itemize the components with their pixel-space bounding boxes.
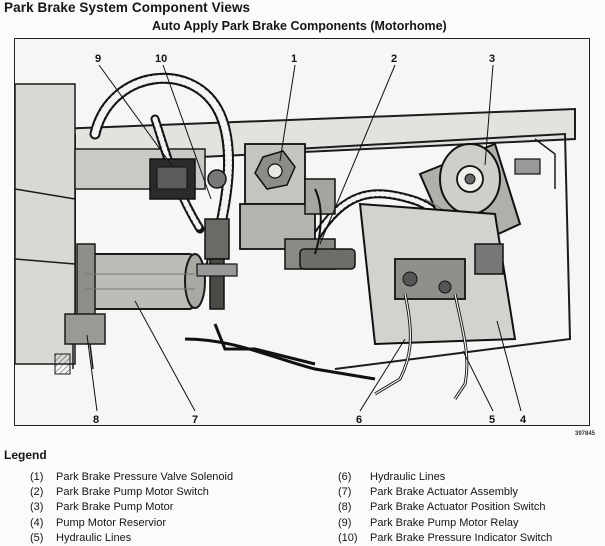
callout-3: 3 [489, 53, 495, 65]
component-illustration: 9 10 1 2 3 8 7 6 5 4 [14, 38, 590, 426]
callout-5: 5 [489, 414, 495, 426]
legend-text: Park Brake Pressure Valve Solenoid [56, 471, 234, 483]
legend-number: (2) [30, 486, 44, 499]
page-title: Park Brake System Component Views [4, 0, 251, 15]
pressure-valve-solenoid [239, 143, 336, 250]
callout-2: 2 [391, 53, 397, 65]
pump-motor-relay [149, 158, 196, 200]
legend-number: (5) [30, 531, 44, 544]
position-switch [54, 313, 106, 375]
legend-text: Park Brake Pressure Indicator Switch [370, 531, 553, 544]
legend-number: (8) [338, 501, 352, 514]
legend-item: (1) Park Brake Pressure Valve Solenoid [30, 470, 233, 485]
legend-text: Park Brake Actuator Position Switch [370, 501, 546, 514]
legend-title: Legend [4, 448, 47, 462]
legend-number: (7) [338, 486, 352, 499]
legend-number: (9) [338, 516, 352, 529]
legend-number: (10) [338, 531, 358, 544]
callout-leaders [86, 64, 522, 412]
legend-text: Park Brake Pump Motor Relay [370, 516, 519, 529]
legend-text: Hydraulic Lines [56, 531, 132, 544]
callout-8: 8 [93, 414, 99, 426]
pump-motor-reservoir [358, 202, 517, 346]
legend-text: Park Brake Pump Motor [56, 501, 174, 514]
legend-item: (8) Park Brake Actuator Position Switch [338, 500, 552, 515]
legend-number: (6) [338, 471, 352, 483]
callout-10: 10 [155, 53, 167, 65]
callout-7: 7 [192, 414, 198, 426]
legend-number: (4) [30, 516, 44, 529]
callout-9: 9 [95, 53, 101, 65]
legend-item: (2) Park Brake Pump Motor Switch [30, 485, 233, 500]
legend-item: (9) Park Brake Pump Motor Relay [338, 516, 552, 531]
legend-column-right: (6) Hydraulic Lines (7) Park Brake Actuato… [338, 470, 552, 546]
legend-item: (4) Pump Motor Reservior [30, 516, 233, 531]
legend-text: Park Brake Pump Motor Switch [56, 486, 209, 499]
legend-item: (3) Park Brake Pump Motor [30, 500, 233, 515]
legend-item: (6) Hydraulic Lines [338, 470, 552, 485]
legend-number: (3) [30, 501, 44, 514]
illustration-drawing: 9 10 1 2 3 8 7 6 5 4 [15, 53, 576, 426]
legend-text: Park Brake Actuator Assembly [370, 486, 518, 499]
actuator-cylinder [76, 243, 206, 320]
pump-motor-switch [284, 188, 356, 270]
legend-column-left: (1) Park Brake Pressure Valve Solenoid (2… [30, 470, 233, 546]
legend-number: (1) [30, 471, 44, 483]
pressure-indicator-switch [196, 169, 238, 310]
legend-text: Pump Motor Reservior [56, 516, 167, 529]
callout-6: 6 [356, 414, 362, 426]
legend-text: Hydraulic Lines [370, 471, 446, 483]
callout-1: 1 [291, 53, 297, 65]
legend-item: (5) Hydraulic Lines [30, 531, 233, 546]
callout-4: 4 [520, 414, 527, 426]
legend-item: (7) Park Brake Actuator Assembly [338, 485, 552, 500]
page-subtitle: Auto Apply Park Brake Components (Motorh… [152, 19, 447, 33]
figure-id: 397845 [575, 431, 596, 437]
legend-item: (10) Park Brake Pressure Indicator Switch [338, 531, 552, 546]
